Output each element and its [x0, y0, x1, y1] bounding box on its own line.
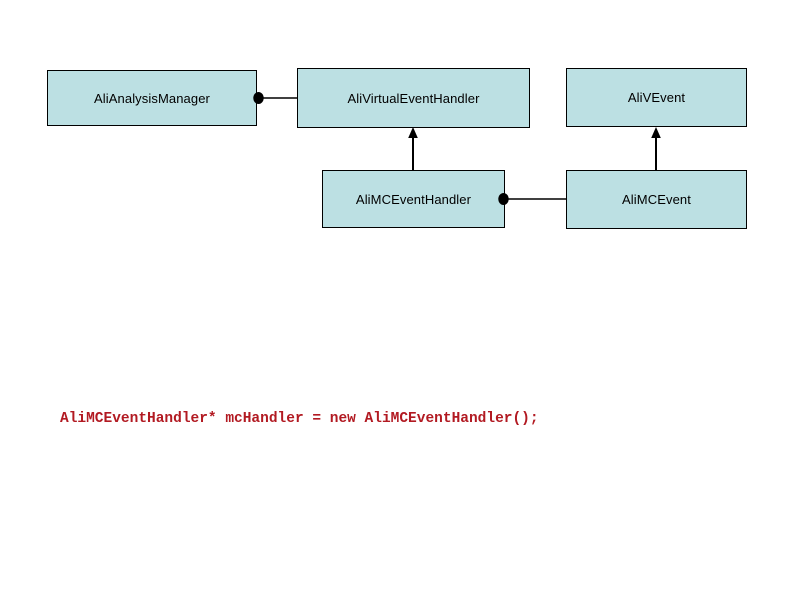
code-snippet-area: AliMCEventHandler* mcHandler = new AliMC… [60, 342, 760, 595]
edge-layer [253, 92, 661, 205]
edge-mchandler-to-mcevent [498, 193, 566, 205]
class-node-ali-mcevent[interactable]: AliMCEvent [566, 170, 747, 229]
class-node-label: AliVEvent [627, 90, 686, 105]
edge-manager-to-virtual-handler [253, 92, 297, 104]
class-node-ali-mc-event-handler[interactable]: AliMCEventHandler [322, 170, 505, 228]
code-line-new-mc-handler: AliMCEventHandler* mcHandler = new AliMC… [60, 411, 539, 427]
arrowhead-up-icon [408, 127, 418, 138]
arrowhead-up-icon [651, 127, 661, 138]
class-node-label: AliAnalysisManager [94, 90, 210, 106]
edge-mcevent-inherits-vevent [651, 127, 661, 170]
class-diagram: AliAnalysisManager AliVirtualEventHandle… [47, 68, 747, 229]
class-node-label: AliVirtualEventHandler [347, 90, 480, 106]
class-node-label: AliMCEventHandler [355, 191, 472, 207]
class-node-label: AliMCEvent [622, 192, 691, 207]
class-node-ali-analysis-manager[interactable]: AliAnalysisManager [47, 70, 257, 126]
class-node-ali-virtual-event-handler[interactable]: AliVirtualEventHandler [297, 68, 530, 128]
code-spacer [60, 496, 760, 526]
class-node-ali-vevent[interactable]: AliVEvent [566, 68, 747, 127]
edge-mchandler-inherits-virtual [408, 127, 418, 170]
